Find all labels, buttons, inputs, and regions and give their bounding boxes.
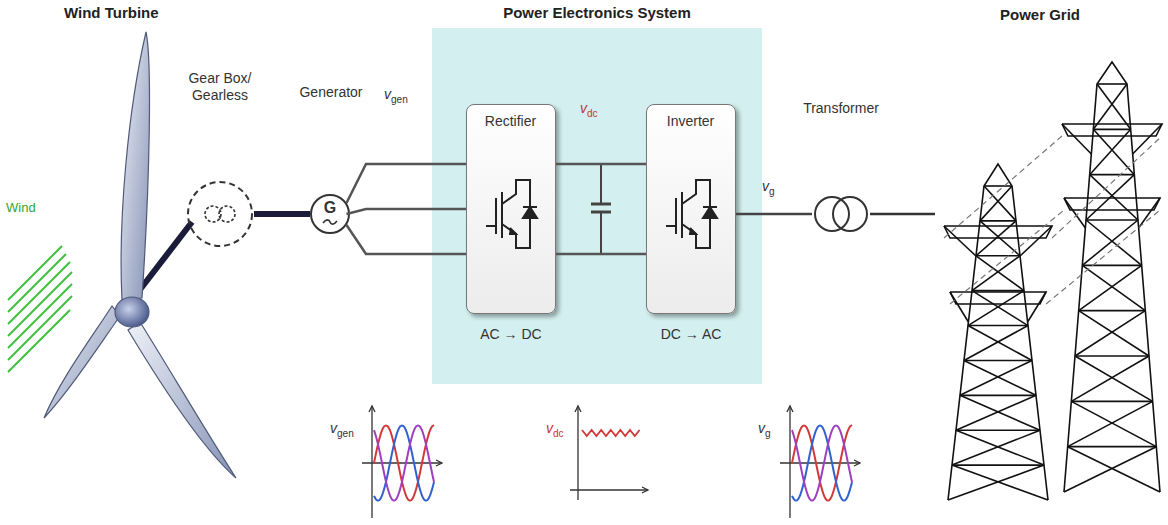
- node-heading: Generator: [296, 84, 366, 101]
- power-wire: [556, 164, 646, 254]
- box-label: G: [312, 198, 348, 217]
- power-electronics-band: Power Electronics SystemRectifier AC → DC…: [432, 0, 762, 384]
- dashcircle-outline: [186, 180, 254, 248]
- wind-label: Wind: [6, 200, 36, 216]
- blade: [44, 306, 120, 418]
- signal-name: vg: [762, 178, 775, 198]
- generator: G Generator: [296, 84, 366, 234]
- blade: [128, 322, 236, 478]
- igbt-symbol: [660, 174, 720, 254]
- box-label: Inverter: [647, 113, 734, 130]
- blade: [121, 32, 149, 300]
- node-heading: AC → DC: [466, 326, 556, 343]
- node-heading: DC → AC: [646, 326, 736, 343]
- igbt-symbol: [480, 174, 540, 254]
- transformer-symbol: [812, 194, 870, 234]
- transmission-towers: [944, 62, 1162, 500]
- conductor: [950, 210, 1064, 304]
- plot-axes: [362, 406, 442, 518]
- gearbox: Gear Box/ Gearless: [178, 70, 262, 248]
- hub: [115, 297, 149, 327]
- signal-name: vdc: [580, 100, 598, 120]
- plot-axes: [570, 406, 648, 500]
- tower: [1062, 62, 1162, 492]
- phase-wave: [374, 425, 434, 501]
- phase-wave: [374, 425, 434, 500]
- phase-wave: [374, 425, 434, 500]
- conductor: [944, 136, 1062, 238]
- gearbox-symbol: [186, 180, 254, 248]
- node-heading: Transformer: [796, 100, 886, 117]
- wind-lines: [8, 246, 72, 372]
- node-heading: Gear Box/ Gearless: [178, 70, 262, 104]
- title-label: Power Grid: [1000, 6, 1080, 24]
- box-label: Rectifier: [467, 113, 554, 130]
- grid-line: [870, 213, 935, 216]
- inverter: Inverter DC → AC: [646, 104, 736, 343]
- box-outline: Rectifier: [466, 104, 556, 314]
- rectifier: Rectifier AC → DC: [466, 104, 556, 343]
- power-wire: [347, 164, 467, 254]
- dc-ripple: [582, 430, 640, 436]
- plot-axes: [780, 406, 860, 518]
- title-label: Wind Turbine: [64, 4, 159, 22]
- phase-wave: [792, 425, 852, 500]
- drive-shaft: [254, 211, 310, 217]
- plot-label: vdc: [546, 420, 564, 440]
- node-heading: Power Electronics System: [432, 4, 762, 22]
- tower: [944, 164, 1052, 500]
- phase-wave: [792, 425, 852, 500]
- box-outline: Inverter: [646, 104, 736, 314]
- power-wire: [736, 213, 812, 216]
- waveform-plots: [362, 406, 860, 518]
- transformer: Transformer: [796, 100, 886, 234]
- plot-label: vgen: [330, 420, 354, 440]
- signal-name: vgen: [384, 86, 408, 106]
- phase-wave: [792, 425, 852, 501]
- plot-label: vg: [758, 420, 771, 440]
- dc-capacitor: [591, 164, 611, 254]
- circle-outline: G: [310, 194, 350, 234]
- conductor: [1046, 210, 1160, 304]
- xfmr-outline: [812, 194, 870, 234]
- conductor: [1052, 136, 1162, 238]
